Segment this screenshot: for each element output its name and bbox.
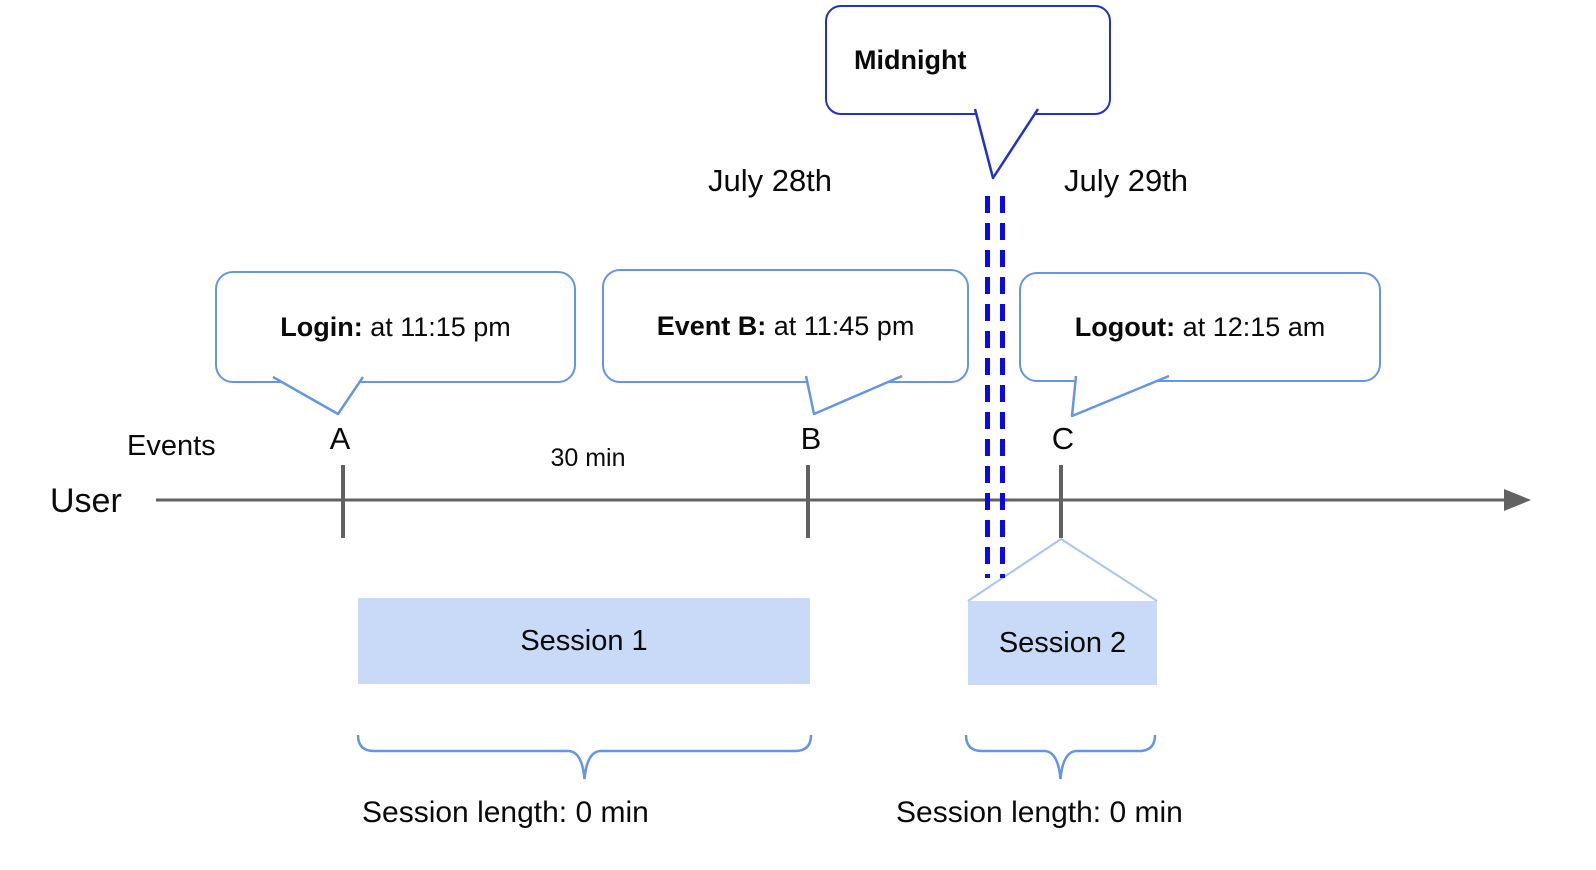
midnight-callout: Midnight [825, 5, 1111, 115]
user-axis-label: User [50, 482, 122, 520]
event-b-callout-rest: at 11:45 pm [766, 310, 915, 341]
logout-callout-bold: Logout: [1074, 311, 1176, 342]
session-1-label: Session 1 [520, 624, 648, 657]
midnight-callout-label: Midnight [854, 44, 967, 75]
event-b-callout-bold: Event B: [656, 310, 767, 341]
logout-callout-tail [1070, 374, 1170, 418]
session-2-length-label: Session length: 0 min [896, 796, 1183, 829]
logout-callout-text: Logout: at 12:15 am [1075, 312, 1326, 343]
date-label-july-28: July 28th [707, 163, 833, 198]
timeline-arrowhead-icon [1504, 489, 1531, 511]
login-callout-rest: at 11:15 pm [362, 311, 511, 342]
session-2-box: Session 2 [968, 601, 1157, 685]
event-mark-c: C [1051, 421, 1075, 456]
event-mark-b: B [800, 421, 822, 456]
logout-callout-rest: at 12:15 am [1175, 311, 1326, 342]
logout-callout: Logout: at 12:15 am [1019, 272, 1381, 382]
session-1-brace [356, 734, 813, 780]
event-b-callout: Event B: at 11:45 pm [602, 269, 969, 383]
event-mark-a: A [329, 421, 351, 456]
login-callout-text: Login: at 11:15 pm [280, 312, 511, 343]
session-2-label: Session 2 [998, 626, 1127, 659]
session-1-box: Session 1 [358, 598, 810, 684]
date-label-july-29: July 29th [1063, 163, 1189, 198]
login-callout-bold: Login: [280, 311, 363, 342]
interval-label-30min: 30 min [550, 444, 626, 472]
session-2-connector-lines [967, 537, 1158, 602]
event-b-callout-text: Event B: at 11:45 pm [657, 311, 915, 342]
midnight-callout-tail [973, 108, 1040, 180]
login-callout: Login: at 11:15 pm [215, 271, 576, 383]
events-row-label: Events [127, 430, 216, 462]
session-1-length-label: Session length: 0 min [362, 796, 649, 829]
session-2-brace [964, 734, 1157, 780]
